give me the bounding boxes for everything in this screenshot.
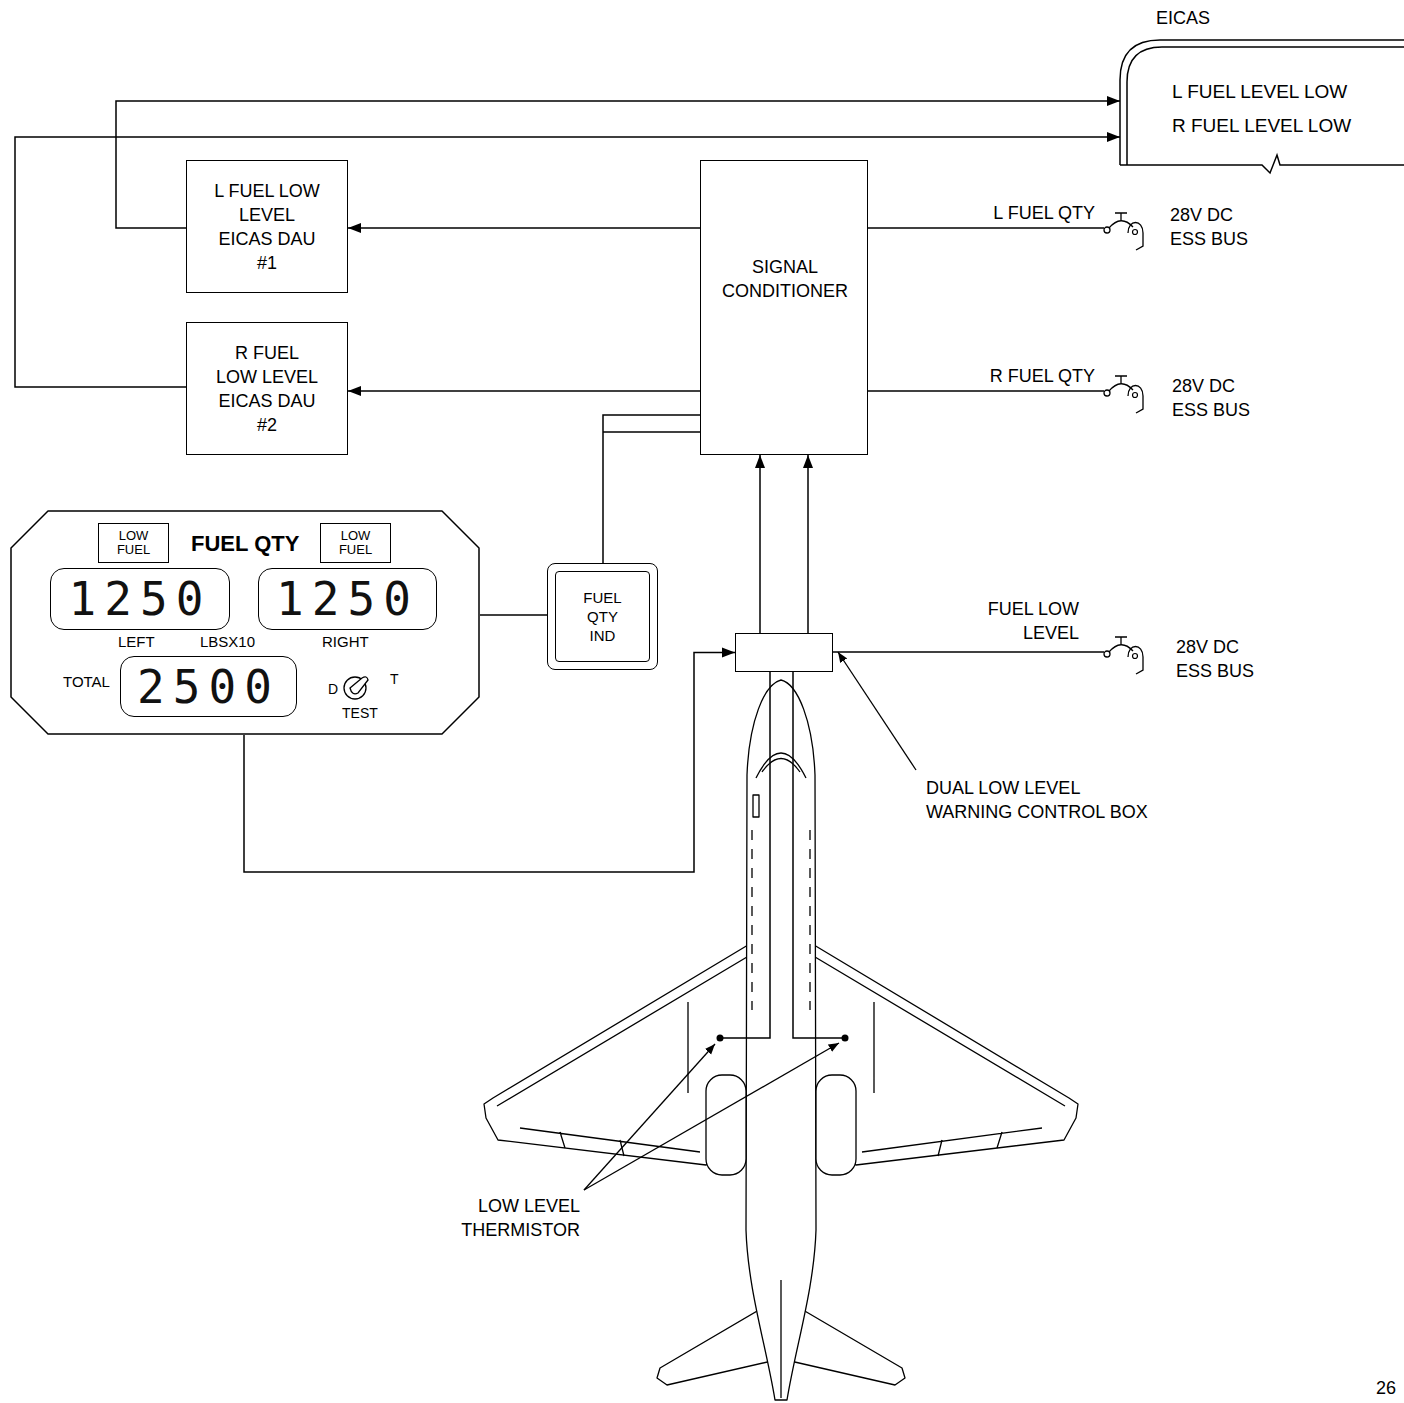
wire-label: L FUEL QTY xyxy=(960,201,1095,225)
connector xyxy=(603,415,700,563)
wire-label: 28V DC xyxy=(1172,374,1235,398)
connector xyxy=(803,455,813,633)
node-text: RIGHT xyxy=(322,632,369,651)
wire-label: 28V DC xyxy=(1170,203,1233,227)
readout-digits: 2500 xyxy=(137,662,280,712)
circuit-breaker-symbol xyxy=(1104,213,1143,250)
connector xyxy=(348,223,700,233)
node-text: LEFT xyxy=(118,632,155,651)
windshield xyxy=(756,753,806,778)
dau-box: R FUEL LOW LEVEL EICAS DAU #2 xyxy=(186,322,348,455)
wire-label: 28V DC xyxy=(1176,635,1239,659)
node-text: TEST xyxy=(342,704,378,722)
readout-digits: 1250 xyxy=(276,574,419,624)
digital-readout: 1250 xyxy=(258,568,437,630)
connector xyxy=(480,615,547,616)
arrowhead xyxy=(348,386,361,396)
cabin-windows xyxy=(752,830,810,1010)
wire-label: ESS BUS xyxy=(1172,398,1250,422)
eicas-border xyxy=(1120,40,1404,173)
node-text: R FUEL LEVEL LOW xyxy=(1172,114,1351,138)
node-text: L FUEL LEVEL LOW xyxy=(1172,80,1347,104)
fuel-qty-ind-button: FUEL QTY IND xyxy=(547,563,658,670)
wire-label: ESS BUS xyxy=(1170,227,1248,251)
node-text: T xyxy=(390,670,399,688)
toggle-switch-lever xyxy=(350,677,368,694)
node-heading: FUEL QTY xyxy=(191,530,299,558)
wire xyxy=(720,672,770,1038)
arrowhead xyxy=(803,455,813,468)
thermistor-dot xyxy=(717,1035,724,1042)
connector xyxy=(755,455,765,633)
connector-line xyxy=(759,455,761,633)
node-text: LOW FUEL xyxy=(331,529,381,557)
connector-line xyxy=(348,227,700,229)
circuit-breaker-symbol xyxy=(1104,376,1143,413)
arrowhead xyxy=(348,223,361,233)
leader-line xyxy=(584,1044,715,1190)
cabin-door xyxy=(753,795,759,817)
node-text: TOTAL xyxy=(63,672,110,691)
node-text: D xyxy=(328,680,338,698)
node-text: LOW FUEL xyxy=(109,529,159,557)
signal-conditioner-box: SIGNAL CONDITIONER xyxy=(700,160,868,455)
connector-line xyxy=(807,455,809,633)
connector-line xyxy=(480,614,547,616)
readout-digits: 1250 xyxy=(69,574,212,624)
node-text: FUEL QTY IND xyxy=(574,588,632,645)
connector-line xyxy=(15,137,1120,387)
circuit-breaker-symbol xyxy=(1104,637,1143,674)
leader-line xyxy=(838,652,916,770)
wire xyxy=(868,227,1104,229)
wire-label: LOW LEVEL THERMISTOR xyxy=(440,1194,580,1242)
page-number: 26 xyxy=(1376,1376,1396,1400)
wire-label: R FUEL QTY xyxy=(955,364,1095,388)
leader-line xyxy=(584,1043,839,1190)
wire xyxy=(833,651,1104,653)
vertical-fin xyxy=(780,1280,781,1398)
arrowhead xyxy=(722,648,735,658)
wire xyxy=(868,390,1104,392)
node-text: DUAL LOW LEVEL WARNING CONTROL BOX xyxy=(926,776,1166,824)
leader-lines xyxy=(584,652,916,1190)
node-heading: EICAS xyxy=(1156,7,1210,30)
arrowhead xyxy=(1107,96,1120,106)
low-fuel-annunciator: LOW FUEL xyxy=(98,523,169,563)
arrowhead xyxy=(1107,132,1120,142)
panel-border xyxy=(11,511,479,734)
connector-line xyxy=(348,390,700,392)
digital-readout: 2500 xyxy=(120,656,297,717)
control-box: DUAL LOW LEVEL WARNING CONTROL BOX xyxy=(735,633,833,672)
node-text: SIGNAL CONDITIONER xyxy=(701,255,869,303)
connector xyxy=(15,132,1120,387)
eicas-outline xyxy=(1120,40,1404,170)
node-text: L FUEL LOW LEVEL EICAS DAU #1 xyxy=(213,179,321,275)
connector-line xyxy=(603,415,700,563)
wire xyxy=(793,672,845,1038)
thermistor-wires xyxy=(720,672,845,1038)
wire xyxy=(603,431,700,433)
eicas-display: EICASL FUEL LEVEL LOWR FUEL LEVEL LOW xyxy=(1120,40,1404,170)
engine-nacelle xyxy=(706,1075,746,1175)
node-text: R FUEL LOW LEVEL EICAS DAU #2 xyxy=(213,341,321,437)
wire-label: FUEL LOW LEVEL xyxy=(955,597,1079,645)
engine-nacelle xyxy=(816,1075,856,1175)
arrowhead xyxy=(755,455,765,468)
digital-readout: 1250 xyxy=(50,568,230,630)
dau-box: L FUEL LOW LEVEL EICAS DAU #1 xyxy=(186,160,348,293)
node-text: LBSX10 xyxy=(200,632,255,651)
wire-label: ESS BUS xyxy=(1176,659,1254,683)
fuel-qty-panel: FUEL QTY LEFT LBSX10 RIGHT TOTAL D T TEST LOW FU… xyxy=(10,510,480,735)
connector xyxy=(348,386,700,396)
fuselage xyxy=(746,680,816,1400)
thermistor-dot xyxy=(842,1035,849,1042)
low-fuel-annunciator: LOW FUEL xyxy=(320,523,391,563)
